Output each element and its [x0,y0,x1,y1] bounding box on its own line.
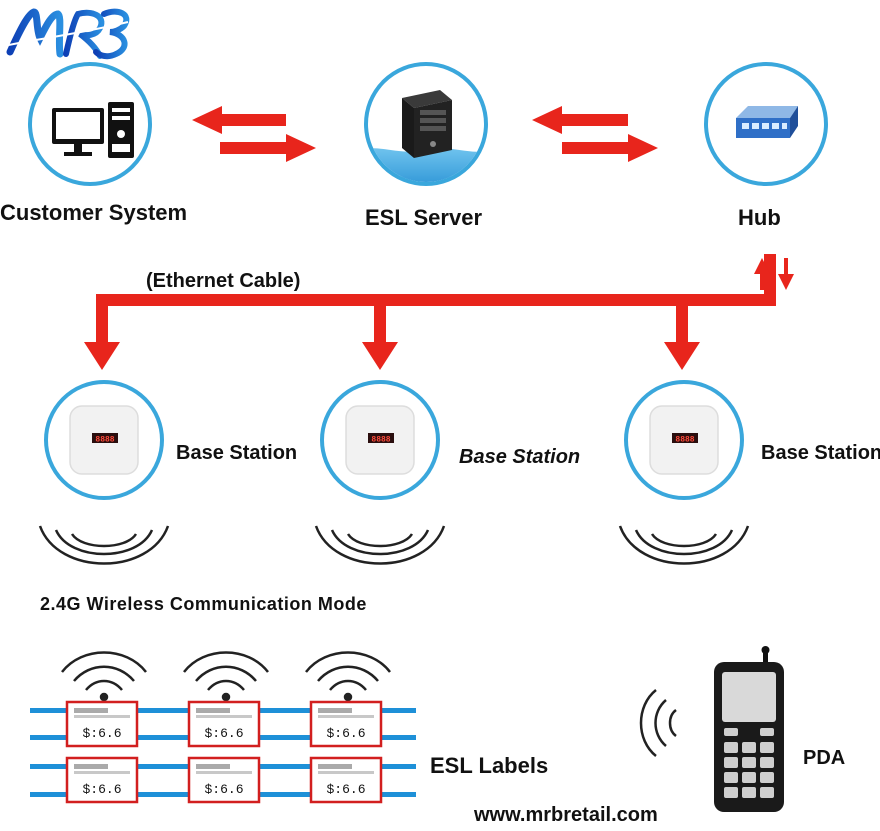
esl-tag [187,756,261,804]
desktop-computer-icon [52,102,134,158]
pda-signal-icon [639,689,677,757]
wireless-wave-icon [38,525,170,565]
base-station-node [320,380,440,500]
base-station-label: Base Station [459,446,581,468]
esl-tag-price: $:6.6 [204,726,243,741]
wireless-wave-icon [314,525,446,565]
base-station-node [44,380,164,500]
wireless-wave-icon [618,525,750,565]
network-hub-icon [736,106,798,138]
hub-label: Hub [738,205,781,230]
esl-tag [309,756,383,804]
customer-system-node [28,62,152,186]
base-station-display: 8888 [675,436,694,445]
esl-tag-price: $:6.6 [82,726,121,741]
ethernet-cable-label: (Ethernet Cable) [146,270,301,292]
signal-icon [183,651,269,702]
esl-tag-price: $:6.6 [82,782,121,797]
server-tower-icon [402,90,452,158]
esl-tag [65,700,139,748]
hub-node [704,62,828,186]
mobile-phone-icon [714,646,784,812]
mrb-logo [3,8,130,60]
esl-labels-label: ESL Labels [430,753,549,778]
esl-tag-price: $:6.6 [326,726,365,741]
base-station-label: Base Station [176,442,298,464]
website-url: www.mrbretail.com [474,804,658,826]
esl-tag-price: $:6.6 [326,782,365,797]
esl-tag [309,700,383,748]
esl-tag [187,700,261,748]
esl-tag [65,756,139,804]
esl-server-label: ESL Server [365,205,483,230]
bidirectional-arrow-server-hub [532,106,658,162]
base-station-node [624,380,744,500]
pda-label: PDA [803,747,846,769]
ethernet-cable-bus [84,254,776,370]
esl-tag-price: $:6.6 [204,782,243,797]
customer-system-label: Customer System [0,200,188,225]
hub-updown-arrows [754,258,794,290]
base-station-label: Base Station [761,442,880,464]
esl-server-node [364,62,488,186]
wireless-mode-label: 2.4G Wireless Communication Mode [40,594,367,614]
base-station-display: 8888 [95,436,114,445]
signal-icon [61,651,147,702]
signal-icon [305,651,391,702]
base-station-display: 8888 [371,436,390,445]
bidirectional-arrow-customer-server [192,106,316,162]
